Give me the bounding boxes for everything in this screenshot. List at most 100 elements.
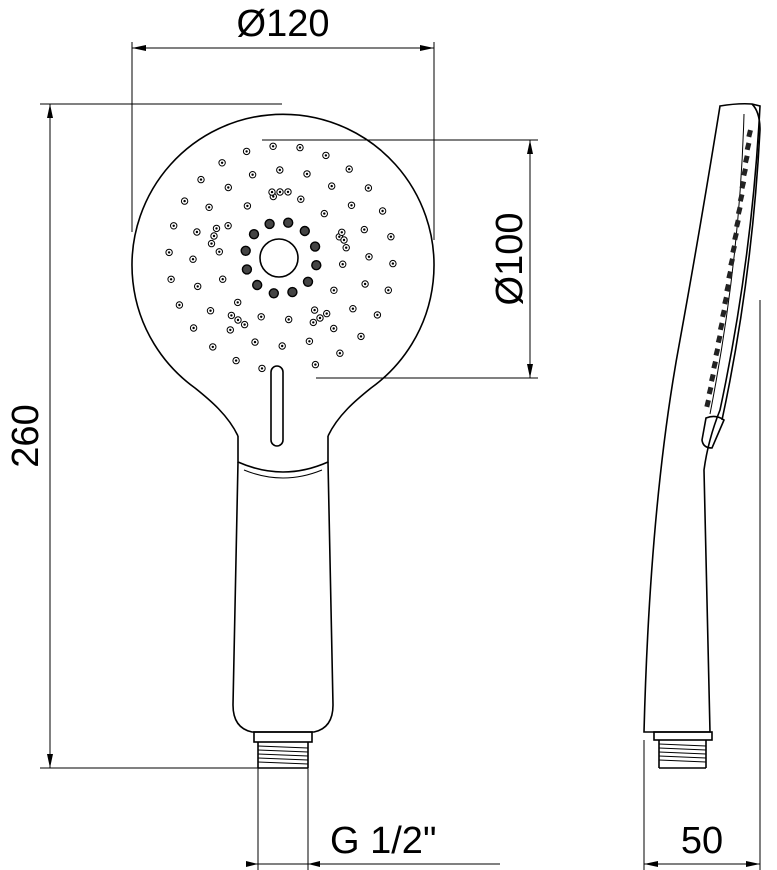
cluster-nozzle-core: [270, 190, 274, 194]
side-nozzle-mark: [746, 129, 753, 138]
spray-nozzle-core: [229, 328, 232, 332]
spray-nozzle-core: [251, 173, 254, 176]
spray-nozzle-core: [330, 184, 333, 188]
side-nozzle-mark: [743, 155, 750, 164]
side-nozzle-mark: [730, 245, 737, 254]
cluster-nozzle-core: [342, 238, 346, 242]
side-nozzle-mark: [722, 296, 729, 305]
spray-nozzle-core: [363, 228, 366, 231]
jet-nozzle: [302, 276, 314, 287]
spray-nozzle-core: [389, 235, 393, 238]
cluster-nozzle-core: [243, 323, 246, 326]
spray-nozzle-core: [391, 262, 395, 265]
side-nozzle-mark: [720, 309, 727, 318]
side-view: [643, 102, 761, 769]
spray-nozzle-core: [348, 167, 351, 171]
spray-nozzle-core: [245, 150, 248, 153]
side-nozzle-mark: [737, 193, 745, 202]
jet-nozzle: [311, 260, 322, 271]
spray-nozzle-core: [287, 318, 290, 321]
dimension-thread: G 1/2": [246, 768, 500, 870]
jet-nozzle: [248, 228, 260, 240]
head-outline: [131, 113, 435, 437]
side-nozzle-mark: [744, 142, 752, 151]
thread-label: G 1/2": [330, 820, 436, 862]
spray-nozzle-core: [363, 282, 367, 286]
front-view: [131, 113, 435, 769]
outer-diameter-label: Ø120: [237, 3, 330, 45]
spray-nozzle-core: [260, 315, 263, 318]
cluster-nozzle-core: [340, 231, 343, 234]
jet-nozzle: [240, 245, 251, 257]
spray-nozzle-core: [341, 263, 344, 266]
side-nozzle-mark: [706, 386, 714, 395]
spray-nozzle-core: [178, 303, 181, 307]
dimension-total-height: 260: [5, 103, 282, 769]
spray-nozzle-core: [324, 154, 328, 157]
spray-nozzle-core: [221, 278, 224, 281]
cluster-nozzle-core: [210, 242, 213, 245]
nozzle-group: [165, 142, 397, 373]
dimension-outer-diameter: Ø120: [131, 3, 435, 240]
spray-nozzle-core: [211, 345, 214, 349]
jet-nozzle: [252, 279, 263, 291]
side-nozzle-mark: [741, 168, 748, 177]
spray-nozzle-core: [376, 313, 379, 317]
jet-nozzle: [268, 288, 279, 299]
jet-nozzle: [283, 217, 294, 228]
spray-nozzle-core: [314, 363, 317, 366]
spray-nozzle-core: [172, 224, 175, 227]
cluster-nozzle-core: [215, 227, 218, 230]
handle-body: [232, 461, 334, 733]
spray-nozzle-core: [220, 161, 224, 164]
connector-base: [253, 731, 313, 743]
spray-nozzle-core: [367, 186, 370, 190]
neck-collar: [237, 436, 329, 473]
spray-nozzle-core: [387, 289, 390, 292]
side-nozzle-mark: [724, 283, 731, 292]
spray-nozzle-core: [278, 168, 281, 172]
spray-nozzle-core: [260, 367, 264, 370]
side-nozzle-marks: [704, 129, 753, 408]
cluster-nozzle-core: [345, 246, 348, 249]
side-nozzle-mark: [715, 335, 723, 344]
spray-nozzle-core: [305, 172, 309, 176]
spray-nozzle-core: [351, 307, 355, 310]
spray-nozzle-core: [227, 186, 230, 189]
spray-nozzle-core: [195, 230, 199, 234]
spray-nozzle-core: [169, 278, 173, 281]
side-nozzle-mark: [728, 258, 735, 267]
spray-nozzle-core: [367, 255, 371, 258]
spray-nozzle-core: [308, 340, 311, 343]
spray-nozzle-core: [191, 258, 195, 261]
thread-connector: [257, 742, 309, 769]
jet-nozzle: [287, 286, 298, 298]
center-hub: [259, 238, 299, 278]
spray-nozzle-core: [183, 199, 186, 203]
side-nozzle-mark: [709, 373, 716, 382]
spray-nozzle-core: [253, 340, 257, 344]
depth-label: 50: [681, 820, 723, 862]
side-nozzle-mark: [713, 348, 721, 357]
inner-diameter-label: Ø100: [489, 213, 531, 306]
spray-nozzle-core: [323, 212, 326, 215]
side-slider: [701, 415, 725, 449]
spray-nozzle-core: [332, 289, 336, 292]
cluster-nozzle-core: [312, 321, 315, 324]
side-nozzle-mark: [717, 322, 725, 331]
spray-nozzle-core: [271, 145, 275, 148]
spray-nozzle-core: [199, 178, 203, 181]
jet-nozzle: [264, 218, 275, 230]
spray-nozzle-core: [272, 195, 275, 198]
cluster-nozzle-core: [236, 318, 240, 322]
spray-nozzle-core: [192, 326, 195, 330]
spray-nozzle-core: [298, 146, 302, 149]
side-nozzle-mark: [735, 206, 743, 215]
spray-nozzle-core: [209, 309, 212, 312]
spray-nozzle-core: [234, 359, 238, 362]
spray-nozzle-core: [226, 224, 230, 227]
spray-nozzle-core: [236, 301, 239, 304]
side-nozzle-mark: [711, 360, 718, 369]
side-nozzle-mark: [704, 399, 711, 408]
